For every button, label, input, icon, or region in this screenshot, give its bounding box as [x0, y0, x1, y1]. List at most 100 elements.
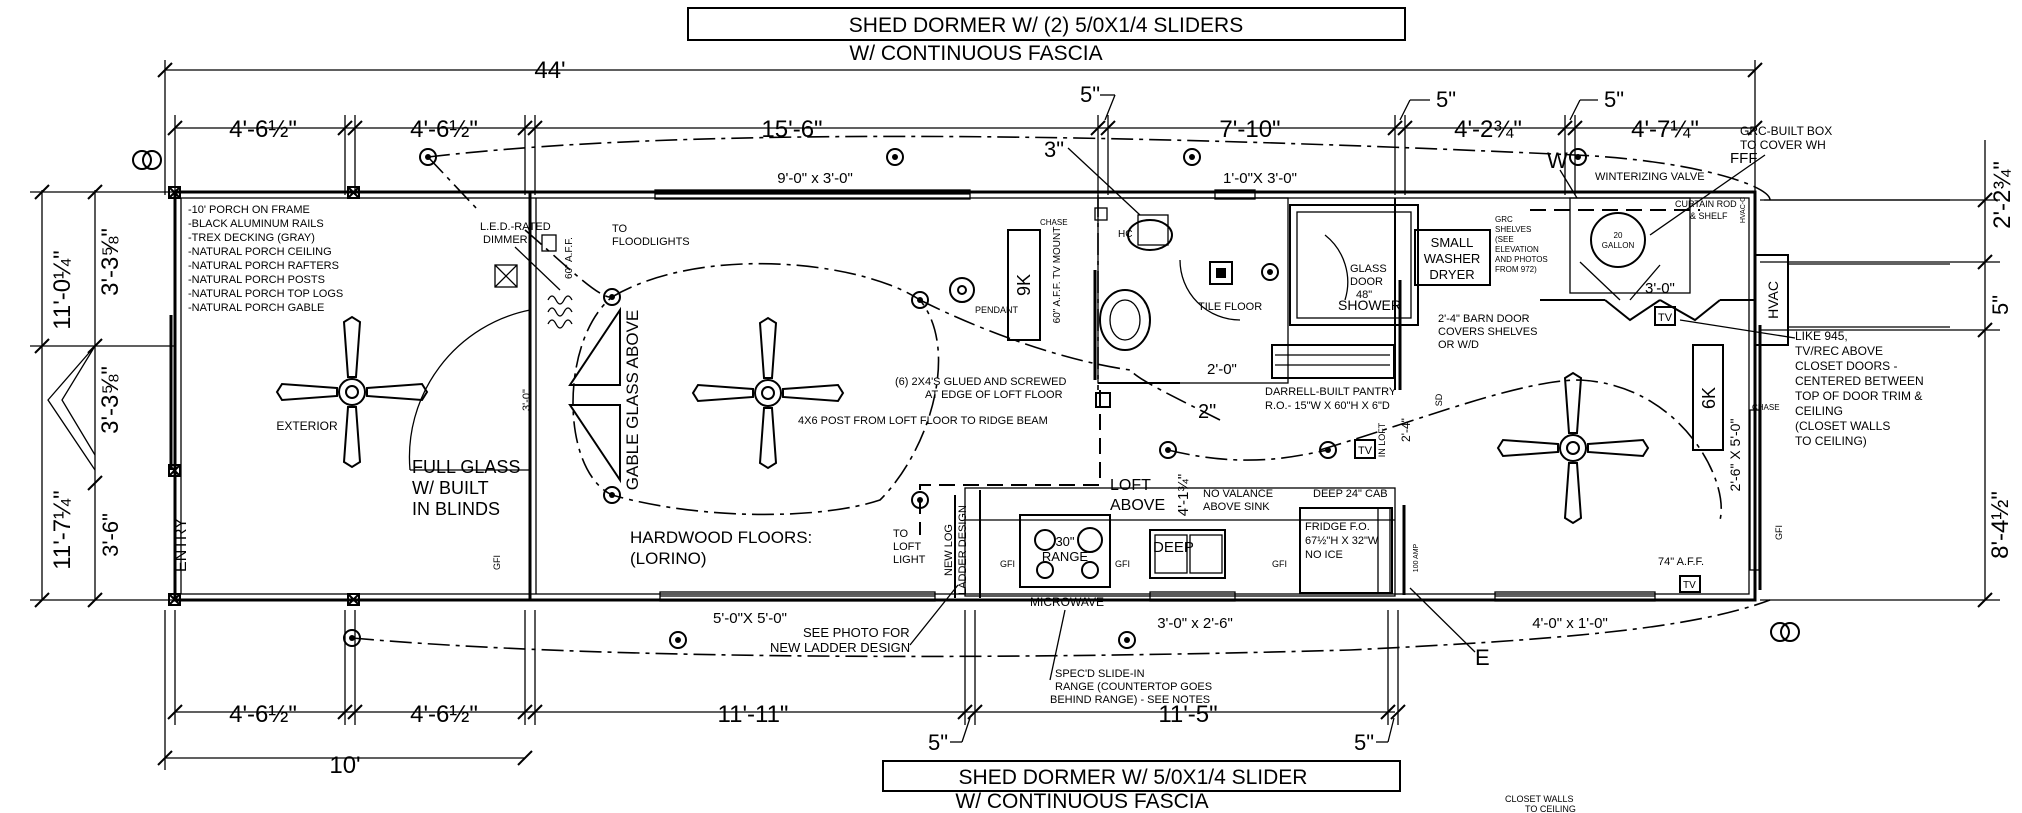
window-label-2: 1'-0"X 3'-0"	[1223, 170, 1297, 187]
like945-line: (CLOSET WALLS	[1795, 419, 1890, 433]
loft-outline	[919, 195, 1101, 535]
label-glued-1: (6) 2X4'S GLUED AND SCREWED	[895, 376, 1066, 388]
label-fridge-2: 67½"H X 32"W	[1305, 535, 1379, 547]
label-deep: DEEP	[1153, 539, 1194, 556]
label-tv: TV	[1658, 312, 1673, 324]
dim-top-five-c: 5"	[1604, 87, 1624, 112]
label-aff60: 60" A.F.F.	[564, 237, 575, 279]
dim-top-seg4: 7'-10"	[1219, 116, 1280, 143]
label-grc-box-2: TO COVER WH	[1740, 138, 1826, 152]
dim-bottom-seg1: 4'-6½"	[229, 701, 297, 728]
label-glass-door-3: 48"	[1356, 289, 1372, 301]
label-four-one: 4'-1¾"	[1175, 474, 1192, 516]
label-curtain-2: & SHELF	[1690, 211, 1728, 221]
dim-bottom-five-b: 5"	[1354, 730, 1374, 755]
window-label-5: 4'-0" x 1'-0"	[1532, 615, 1608, 632]
ceiling-fan-icon	[1496, 371, 1650, 525]
label-hardwood-1: HARDWOOD FLOORS:	[630, 528, 812, 547]
gfi-label: GFI	[492, 555, 502, 570]
gfi-labels: GFI GFI GFI GFI GFI	[492, 525, 1784, 570]
label-washer-3: DRYER	[1429, 267, 1474, 282]
dim-left-overall-bottom: 11'-7¼"	[49, 490, 76, 569]
window-label-3: 5'-0"X 5'-0"	[713, 610, 787, 627]
like945-line: CEILING	[1795, 404, 1843, 418]
label-specd-2: RANGE (COUNTERTOP GOES	[1055, 681, 1212, 693]
porch-note: -10' PORCH ON FRAME	[188, 204, 310, 216]
gfi-label: GFI	[1774, 525, 1784, 540]
closet-doors	[1540, 299, 1755, 322]
label-tv-mount: 60" A.F.F. TV MOUNT	[1052, 227, 1063, 324]
grc-shelves-line: (SEE	[1495, 235, 1514, 244]
label-tv: TV	[1358, 445, 1373, 457]
label-three-zero: 3'-0"	[521, 389, 533, 411]
tv-icon	[1354, 439, 1376, 459]
window-label-6: 2'-6" X 5'-0"	[1727, 419, 1743, 492]
grc-shelves-line: FROM 972)	[1495, 265, 1537, 274]
like945-note: LIKE 945, TV/REC ABOVE CLOSET DOORS - CE…	[1795, 329, 1924, 448]
label-ladder-2: LADDER DESIGN	[957, 505, 969, 595]
label-aff74: 74" A.F.F.	[1658, 556, 1704, 568]
like945-line: TV/REC ABOVE	[1795, 344, 1883, 358]
label-wh-1: 20	[1614, 231, 1623, 240]
label-entry: ENTRY	[173, 518, 190, 572]
label-e-mark: E	[1475, 645, 1490, 670]
label-pantry-1: DARRELL-BUILT PANTRY	[1265, 386, 1397, 398]
label-gable-glass: GABLE GLASS ABOVE	[623, 310, 642, 490]
like945-line: CENTERED BETWEEN	[1795, 374, 1924, 388]
label-hvac-c: HVAC-C	[1740, 197, 1747, 223]
label-fridge-1: FRIDGE F.O.	[1305, 521, 1370, 533]
label-deep-cab: DEEP 24" CAB	[1313, 488, 1388, 500]
pantry	[1271, 344, 1395, 379]
dim-top-five-b: 5"	[1436, 87, 1456, 112]
label-wh-2: GALLON	[1602, 241, 1635, 250]
water-heater-closet	[1530, 197, 1700, 301]
label-fridge-3: NO ICE	[1305, 549, 1343, 561]
label-to-loft-3: LIGHT	[893, 554, 926, 566]
dim-bottom-five-a: 5"	[928, 730, 948, 755]
gable-glass	[568, 306, 621, 484]
label-barn-door-1: 2'-4" BARN DOOR	[1438, 313, 1530, 325]
porch-note: -NATURAL PORCH GABLE	[188, 302, 324, 314]
dim-top-three: 3"	[1044, 137, 1064, 162]
grc-shelves-note: GRC SHELVES (SEE ELEVATION AND PHOTOS FR…	[1495, 215, 1548, 274]
label-9k: 9K	[1014, 274, 1034, 296]
floodlight-icon	[132, 150, 1800, 642]
label-specd-3: BEHIND RANGE) - SEE NOTES	[1050, 694, 1210, 706]
dim-left-b: 3'-3⅝"	[97, 366, 124, 434]
light-fixture-icons	[343, 148, 1587, 649]
lighting-circuits	[351, 135, 1771, 658]
label-led-dimmer-1: L.E.D.-RATED	[480, 221, 551, 233]
tv-icon	[1654, 306, 1676, 326]
label-three-zero-b: 3'-0"	[1645, 280, 1675, 297]
dim-top-five-a: 5"	[1080, 82, 1100, 107]
label-chase-2: CHASE	[1752, 403, 1780, 412]
label-hvac: HVAC	[1765, 281, 1781, 319]
ceiling-fan-icon	[275, 315, 429, 469]
dim-bottom-seg4: 11'-5"	[1158, 701, 1217, 728]
loft-ladder	[954, 490, 981, 598]
bottom-title-line2: W/ CONTINUOUS FASCIA	[955, 790, 1208, 813]
label-two-in: 2"	[1198, 401, 1216, 423]
label-glass-door-2: DOOR	[1350, 276, 1383, 288]
porch-note: -NATURAL PORCH CEILING	[188, 246, 332, 258]
dim-top-seg6: 4'-7¼"	[1631, 116, 1699, 143]
dim-left-c: 3'-6"	[98, 513, 123, 557]
label-100-amp: 100 AMP	[1413, 543, 1420, 572]
label-chase: CHASE	[1040, 218, 1068, 227]
dim-top-seg2: 4'-6½"	[410, 116, 478, 143]
label-glass-door-1: GLASS	[1350, 263, 1387, 275]
mini-split-9k	[1007, 229, 1041, 341]
dim-bottom-seg2: 4'-6½"	[410, 701, 478, 728]
porch-notes: -10' PORCH ON FRAME -BLACK ALUMINUM RAIL…	[188, 204, 343, 314]
label-fff: FFF	[1730, 150, 1758, 167]
dimension-segments-top: 4'-6½" 4'-6½" 15'-6" 7'-10" 4'-2¾" 4'-7¼…	[167, 82, 1763, 216]
label-to-loft-1: TO	[893, 528, 909, 540]
dim-top-seg1: 4'-6½"	[229, 116, 297, 143]
bathroom	[1093, 197, 1289, 384]
porch-note: -NATURAL PORCH RAFTERS	[188, 260, 339, 272]
label-microwave: MICROWAVE	[1030, 595, 1104, 609]
window-label-1: 9'-0" x 3'-0"	[777, 170, 853, 187]
like945-line: LIKE 945,	[1795, 329, 1848, 343]
label-see-photo-2: NEW LADDER DESIGN	[770, 640, 910, 655]
label-pantry-2: R.O.- 15"W X 60"H X 6"D	[1265, 400, 1390, 412]
